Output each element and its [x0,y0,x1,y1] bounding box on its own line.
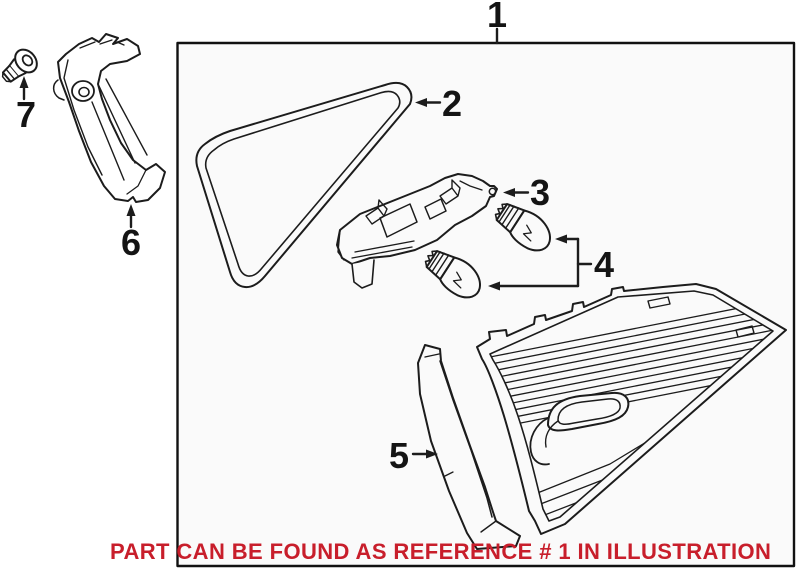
retainer-clip-drawing [1,48,38,83]
carrier-window [424,198,447,220]
carrier-screw-tab [488,187,497,196]
callout-7-arrow [19,76,29,101]
callout-3-label: 3 [529,172,551,213]
callout-7-label: 7 [15,94,37,135]
mounting-bracket-drawing [52,33,166,203]
bracket-grommet-hole [78,86,90,98]
clip-head-hole [21,54,34,67]
lamp-pocket [547,391,630,432]
clip-head [14,48,38,74]
callout-4-label: 4 [593,244,615,285]
callout-6-arrow [126,204,136,229]
bulb-carrier-drawing [336,173,498,289]
trim-strip-drawing [417,344,521,550]
callout-2-label: 2 [441,83,463,124]
seal-gasket-drawing [195,81,413,289]
callout-2-arrow [415,98,442,107]
callout-5-arrow [411,449,438,459]
callout-1-label: 1 [486,0,508,35]
callout-3-arrow [503,188,530,197]
carrier-socket-boss [439,179,461,205]
bracket-grommet [71,80,95,102]
callout-6-label: 6 [120,222,142,263]
carrier-window [379,203,418,238]
carrier-socket-boss [365,199,388,225]
caption-text: PART CAN BE FOUND AS REFERENCE # 1 IN IL… [110,539,772,564]
callout-arrows [19,76,593,459]
callout-4-bracket [488,234,593,291]
tail-lamp-drawing [476,283,787,535]
callout-5-label: 5 [388,435,410,476]
